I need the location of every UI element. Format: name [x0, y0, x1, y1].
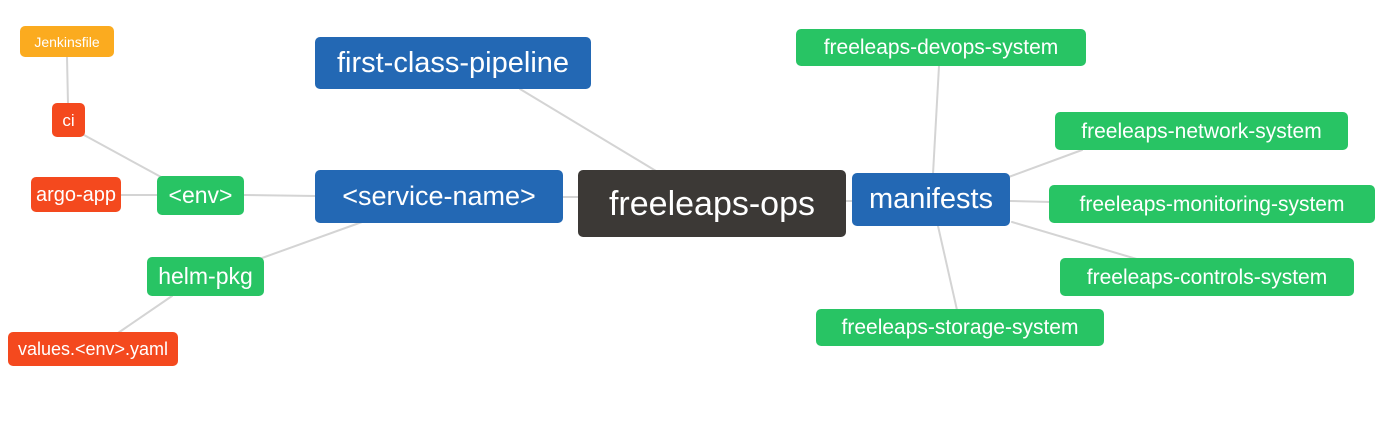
- edge-manifests-controls: [1011, 221, 1141, 261]
- edge-pipeline-ops: [519, 88, 657, 172]
- node-values-env-yaml[interactable]: values.<env>.yaml: [8, 332, 178, 366]
- edge-ci-env: [83, 134, 162, 178]
- edge-manifests-monitoring: [1009, 200, 1052, 203]
- edge-jenkinsfile-ci: [66, 56, 69, 105]
- node-env[interactable]: <env>: [157, 176, 244, 215]
- edge-manifests-network: [1005, 149, 1083, 179]
- edge-helmpkg-servicename: [261, 221, 363, 259]
- node-freeleaps-network-system[interactable]: freeleaps-network-system: [1055, 112, 1348, 150]
- node-first-class-pipeline[interactable]: first-class-pipeline: [315, 37, 591, 89]
- node-freeleaps-monitoring-system[interactable]: freeleaps-monitoring-system: [1049, 185, 1375, 223]
- edge-manifests-devops: [932, 65, 940, 175]
- node-helm-pkg[interactable]: helm-pkg: [147, 257, 264, 296]
- node-service-name[interactable]: <service-name>: [315, 170, 563, 223]
- node-jenkinsfile[interactable]: Jenkinsfile: [20, 26, 114, 57]
- edge-env-servicename: [243, 194, 317, 197]
- edge-manifests-storage: [937, 225, 958, 311]
- node-manifests[interactable]: manifests: [852, 173, 1010, 226]
- node-freeleaps-controls-system[interactable]: freeleaps-controls-system: [1060, 258, 1354, 296]
- node-freeleaps-ops[interactable]: freeleaps-ops: [578, 170, 846, 237]
- node-argo-app[interactable]: argo-app: [31, 177, 121, 212]
- node-freeleaps-devops-system[interactable]: freeleaps-devops-system: [796, 29, 1086, 66]
- node-ci[interactable]: ci: [52, 103, 85, 137]
- node-freeleaps-storage-system[interactable]: freeleaps-storage-system: [816, 309, 1104, 346]
- edge-values-helmpkg: [117, 295, 173, 334]
